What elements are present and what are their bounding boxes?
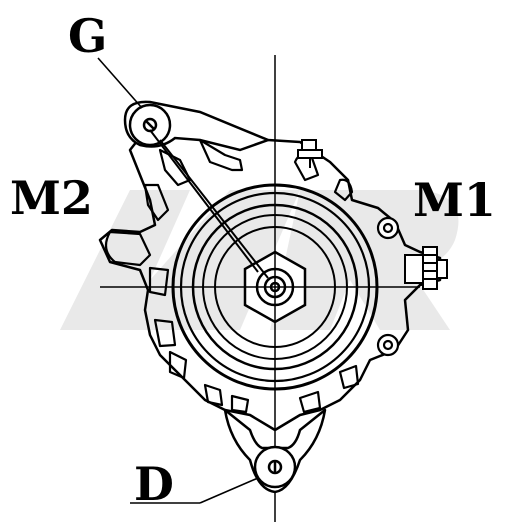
label-m1: M1 bbox=[413, 173, 496, 227]
right-mount-bosses bbox=[376, 216, 400, 357]
top-terminal bbox=[297, 139, 323, 168]
housing-ribs bbox=[104, 138, 360, 414]
center-lines bbox=[100, 55, 420, 522]
g-mount-bracket bbox=[123, 100, 272, 152]
label-m2: M2 bbox=[10, 171, 93, 225]
crosshair bbox=[168, 140, 390, 495]
m1-terminal-stud bbox=[404, 246, 448, 290]
label-d: D bbox=[134, 457, 174, 511]
label-g: G bbox=[68, 9, 107, 63]
leader-lines bbox=[97, 57, 259, 504]
d-mount-lug bbox=[223, 408, 327, 494]
housing-outline bbox=[98, 110, 442, 432]
g-to-center-line bbox=[149, 129, 269, 279]
